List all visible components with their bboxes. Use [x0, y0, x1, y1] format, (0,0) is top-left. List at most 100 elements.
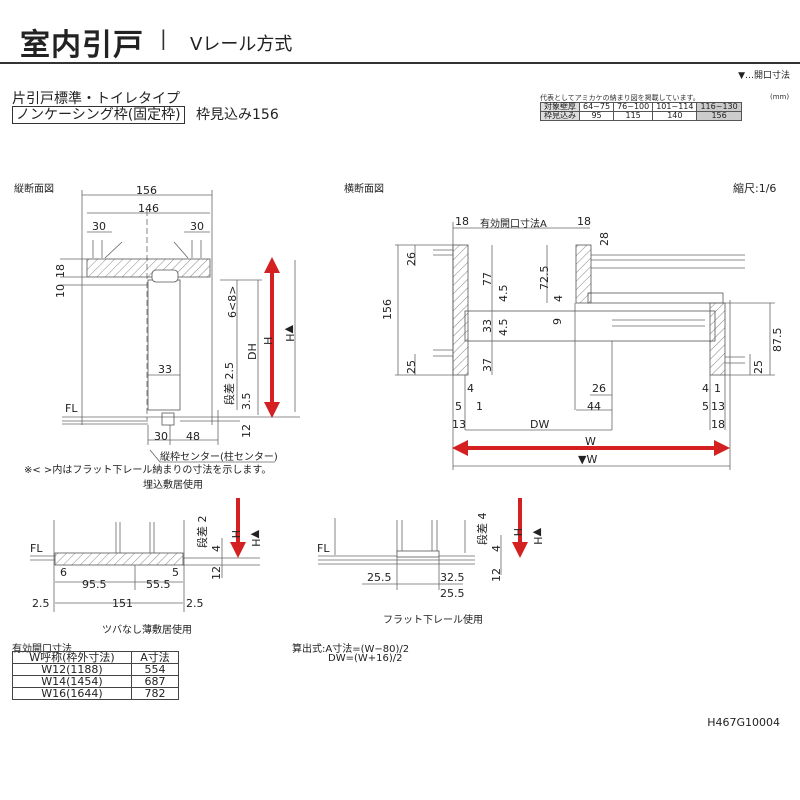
table-cell: W16(1644) [12, 687, 132, 700]
dim-13-b: 13 [711, 400, 725, 413]
horizontal-section-title: 横断面図 [344, 184, 384, 195]
dim-72-5: 72.5 [538, 265, 551, 291]
spec-unit: (mm) [770, 93, 790, 101]
dim-3-5: 3.5 [240, 392, 253, 411]
legend-note: ▼…開口寸法 [738, 71, 790, 81]
dim-48: 48 [186, 430, 200, 443]
table-cell: 687 [131, 675, 179, 688]
product-type: 片引戸標準・トイレタイプ [12, 91, 180, 107]
dim-w-open: ▼W [578, 453, 598, 466]
dim-dw: DW [530, 418, 550, 431]
sill-right-caption: フラット下レール使用 [383, 615, 483, 626]
spec-cell: 156 [696, 111, 742, 121]
dim-25-a: 25 [405, 360, 418, 374]
dim-28: 28 [598, 232, 611, 246]
dim-dh: DH [246, 343, 259, 360]
dim-5-a: 5 [455, 400, 462, 413]
dim-87-5: 87.5 [771, 327, 784, 353]
dim-25-b: 25 [752, 360, 765, 374]
sill-right-dim-25-5-a: 25.5 [367, 571, 392, 584]
dim-5-b: 5 [702, 400, 709, 413]
sill-left-caption: ツバなし薄敷居使用 [102, 625, 192, 636]
table-header-row: W呼称(枠外寸法) A寸法 [12, 651, 179, 664]
table-cell: 782 [131, 687, 179, 700]
frame-badge: ノンケーシング枠(固定枠) [12, 106, 185, 124]
table-row: W14(1454) 687 [12, 675, 179, 688]
sill-right-step-4: 段差 4 [476, 512, 489, 546]
opening-a-label: 有効開口寸法A [480, 219, 547, 230]
spec-row: 枠見込み 95 115 140 156 [540, 111, 742, 121]
table-cell: 554 [131, 663, 179, 676]
table-row: W16(1644) 782 [12, 687, 179, 700]
center-label: 縦枠センター(柱センター) [160, 452, 278, 463]
dim-26-a: 26 [405, 252, 418, 266]
scale-label: 縮尺:1/6 [733, 182, 777, 195]
sill-left-dim-12: 12 [210, 566, 223, 580]
sill-left-dim-151: 151 [112, 597, 133, 610]
sill-left-dim-55-5: 55.5 [146, 578, 171, 591]
spec-caption: 代表としてアミカケの納まり図を掲載しています。 [540, 94, 700, 102]
dim-146: 146 [138, 202, 159, 215]
sill-left-drawing [30, 520, 260, 612]
dim-18-a: 18 [455, 215, 469, 228]
header-divider [0, 62, 800, 64]
dim-4-5-a: 4.5 [497, 284, 510, 303]
dim-37: 37 [481, 358, 494, 372]
opening-table: W呼称(枠外寸法) A寸法 W12(1188) 554 W14(1454) 68… [12, 651, 179, 700]
sill-left-dim-2-5-b: 2.5 [186, 597, 204, 610]
dim-12: 12 [240, 424, 253, 438]
vertical-section-caption: 埋込敷居使用 [143, 480, 203, 491]
sill-right-drawing [318, 518, 502, 590]
dim-6-8: 6<8> [226, 285, 239, 318]
dim-h-open: ▼H [283, 325, 296, 342]
page-title: 室内引戸 [20, 28, 144, 63]
dim-18-b: 18 [577, 215, 591, 228]
sill-left-dim-6: 6 [60, 566, 67, 579]
spec-cell: 140 [652, 111, 698, 121]
dim-33: 33 [158, 363, 172, 376]
sill-right-fl: FL [317, 542, 330, 555]
sill-right-h-open: ▼H [531, 528, 544, 545]
sill-right-dim-12: 12 [490, 568, 503, 582]
table-cell: W12(1188) [12, 663, 132, 676]
sill-left-fl: FL [30, 542, 43, 555]
dim-26-b: 26 [592, 382, 606, 395]
dim-1-b: 1 [476, 400, 483, 413]
dim-156-h: 156 [381, 299, 394, 320]
dim-1-a: 1 [714, 382, 721, 395]
vertical-section-drawing [60, 190, 300, 463]
table-header: A寸法 [131, 651, 179, 664]
frame-depth: 枠見込み156 [196, 107, 279, 123]
floor-level-label: FL [65, 402, 78, 415]
table-cell: W14(1454) [12, 675, 132, 688]
dim-9: 9 [551, 318, 564, 325]
sill-right-dim-32-5: 32.5 [440, 571, 465, 584]
opening-table-title: 有効開口寸法 [12, 644, 72, 655]
dim-13-a: 13 [452, 418, 466, 431]
dim-18-c: 18 [711, 418, 725, 431]
dim-77: 77 [481, 272, 494, 286]
dim-156: 156 [136, 184, 157, 197]
dim-w: W [585, 435, 596, 448]
step-2-5: 段差 2.5 [223, 362, 236, 405]
sill-left-h: H [229, 530, 242, 539]
dim-44: 44 [587, 400, 601, 413]
dim-30-right: 30 [190, 220, 204, 233]
sill-left-dim-4: 4 [210, 545, 223, 552]
dim-30-left: 30 [92, 220, 106, 233]
sill-right-dim-25-5-b: 25.5 [440, 587, 465, 600]
dim-4-5-b: 4.5 [497, 318, 510, 337]
title-separator: | [160, 26, 167, 50]
sill-left-dim-2-5-a: 2.5 [32, 597, 50, 610]
spec-table: 対象壁厚 64~75 76~100 101~114 116~130 枠見込み 9… [540, 102, 742, 121]
sill-right-dim-4: 4 [490, 545, 503, 552]
dim-4-a: 4 [552, 295, 565, 302]
dim-10: 10 [54, 284, 67, 298]
flat-rail-note: ※< >内はフラット下レール納まりの寸法を示します。 [24, 465, 272, 476]
dim-4-b: 4 [467, 382, 474, 395]
product-code: H467G10004 [707, 716, 780, 729]
horizontal-section-drawing [395, 222, 775, 470]
table-row: W12(1188) 554 [12, 663, 179, 676]
sill-left-h-open: ▼H [249, 530, 262, 547]
